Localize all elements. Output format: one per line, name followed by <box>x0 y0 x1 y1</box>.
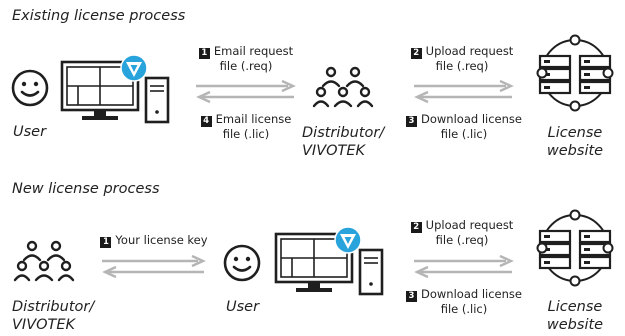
people-group-icon <box>13 240 75 282</box>
arrow-email-request-right <box>196 79 296 93</box>
step-badge: 1 <box>198 48 210 59</box>
step-text: Upload request <box>425 218 514 232</box>
arrow-upload-request-right <box>414 254 514 268</box>
arrow-upload-request-right <box>414 79 514 93</box>
step-text: Email license <box>215 112 292 126</box>
step-badge: 4 <box>200 116 212 127</box>
step-text: Download license <box>421 287 522 301</box>
server-network-icon <box>536 209 614 287</box>
existing-distributor-label: Distributor/ VIVOTEK <box>302 125 385 159</box>
step-badge: 2 <box>410 222 422 233</box>
step-text-line2: file (.req) <box>435 59 489 73</box>
step-text-line2: file (.lic) <box>440 302 488 316</box>
new-website-label: License website <box>546 299 604 333</box>
arrow-email-license-left <box>196 90 294 104</box>
arrow-download-license-left <box>414 90 512 104</box>
step-text-line2: file (.req) <box>435 233 489 247</box>
step-text-line2: file (.lic) <box>222 127 270 141</box>
user-smiley-icon <box>11 69 49 107</box>
computer-icon <box>274 226 384 296</box>
arrow-download-license-left <box>414 265 512 279</box>
step-text: Your license key <box>115 233 208 247</box>
existing-user-label: User <box>13 124 47 140</box>
new-process-heading: New license process <box>12 181 160 197</box>
step-badge: 1 <box>100 237 112 248</box>
step-text-line2: file (.req) <box>219 59 273 73</box>
computer-icon <box>60 54 170 124</box>
step-badge: 2 <box>410 48 422 59</box>
existing-website-label: License website <box>546 125 604 159</box>
step-text-line2: file (.lic) <box>440 127 488 141</box>
arrow-license-key-left <box>102 265 204 279</box>
step-badge: 3 <box>406 291 418 302</box>
arrow-license-key-right <box>102 254 206 268</box>
new-distributor-label: Distributor/ VIVOTEK <box>12 299 95 333</box>
step-badge: 3 <box>406 116 418 127</box>
people-group-icon <box>312 66 374 108</box>
user-smiley-icon <box>223 244 261 282</box>
step-text: Email request <box>213 44 294 58</box>
step-text: Upload request <box>425 44 514 58</box>
new-user-label: User <box>226 299 260 315</box>
step-text: Download license <box>421 112 522 126</box>
server-network-icon <box>536 34 614 112</box>
existing-process-heading: Existing license process <box>12 8 186 24</box>
